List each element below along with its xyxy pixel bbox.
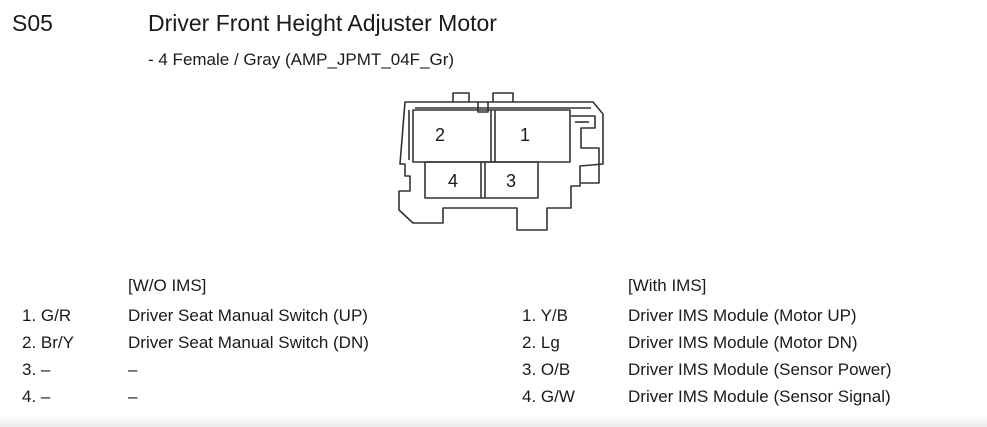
connector-diagram: 2 1 4 3 [398, 92, 604, 231]
pin-wire: 2. Lg [522, 333, 560, 352]
connector-top-tab-left [452, 92, 470, 102]
pin-wire: 1. G/R [22, 306, 72, 325]
section-header: [W/O IMS] [128, 276, 207, 295]
pin-description: Driver Seat Manual Switch (UP) [128, 306, 368, 325]
section-header: [With IMS] [628, 276, 707, 295]
pin-label: 3 [506, 171, 516, 191]
connector-top-tab-right [492, 92, 514, 102]
connector-housing-outline [398, 101, 604, 231]
connector-center-notch [477, 102, 489, 113]
pin-description: Driver IMS Module (Motor UP) [628, 306, 857, 325]
pin-wire: 2. Br/Y [22, 333, 74, 352]
page-title: Driver Front Height Adjuster Motor [148, 10, 497, 36]
pin-label: 2 [435, 125, 445, 145]
pin-wire: 4. G/W [522, 387, 575, 406]
pin-label: 4 [448, 171, 458, 191]
pin-wire: 3. – [22, 360, 51, 379]
pin-description: – [128, 387, 138, 406]
pin-description: Driver IMS Module (Sensor Power) [628, 360, 892, 379]
pin-wire: 4. – [22, 387, 51, 406]
pin-description: Driver Seat Manual Switch (DN) [128, 333, 369, 352]
bottom-shade [0, 415, 987, 427]
pin-description: Driver IMS Module (Sensor Signal) [628, 387, 891, 406]
connector-side-latch [571, 115, 600, 184]
pin-label: 1 [520, 125, 530, 145]
connector-code: S05 [12, 10, 53, 36]
pin-wire: 1. Y/B [522, 306, 568, 325]
pin-description: – [128, 360, 138, 379]
connector-spec: - 4 Female / Gray (AMP_JPMT_04F_Gr) [148, 50, 455, 69]
pin-wire: 3. O/B [522, 360, 571, 379]
pin-description: Driver IMS Module (Motor DN) [628, 333, 858, 352]
